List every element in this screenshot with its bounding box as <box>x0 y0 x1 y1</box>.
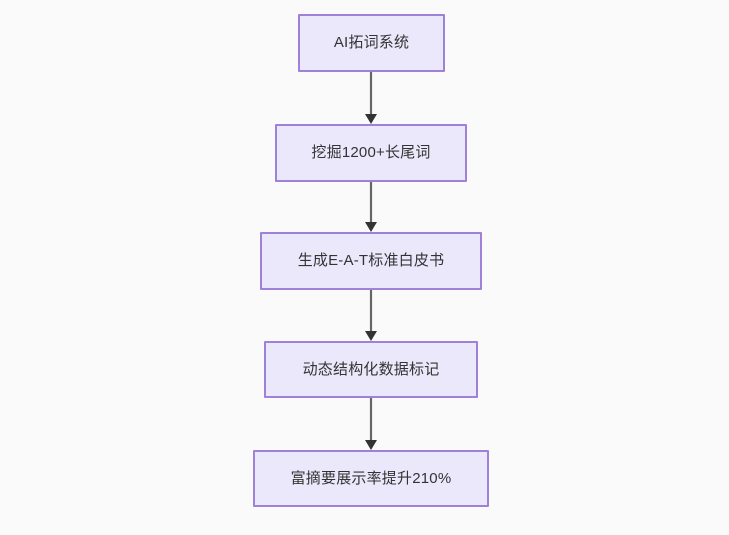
flowchart-node-dynamic-structured-data-markup[interactable]: 动态结构化数据标记 <box>264 341 478 398</box>
node-label: 富摘要展示率提升210% <box>290 469 452 487</box>
flowchart-node-rich-snippet-rate-increase[interactable]: 富摘要展示率提升210% <box>253 450 489 507</box>
edge-n1-n2 <box>361 72 381 124</box>
edge-n3-n4 <box>361 290 381 341</box>
flowchart-node-ai-keyword-system[interactable]: AI拓词系统 <box>298 14 445 72</box>
node-label: 生成E-A-T标准白皮书 <box>297 252 445 269</box>
flowchart-node-generate-eat-whitepaper[interactable]: 生成E-A-T标准白皮书 <box>260 232 482 290</box>
node-label: 挖掘1200+长尾词 <box>311 144 431 161</box>
edge-n4-n5 <box>361 398 381 450</box>
flowchart-node-mine-longtail-keywords[interactable]: 挖掘1200+长尾词 <box>275 124 467 182</box>
edge-n2-n3 <box>361 182 381 232</box>
node-label: AI拓词系统 <box>333 34 410 51</box>
node-label: 动态结构化数据标记 <box>302 360 440 378</box>
